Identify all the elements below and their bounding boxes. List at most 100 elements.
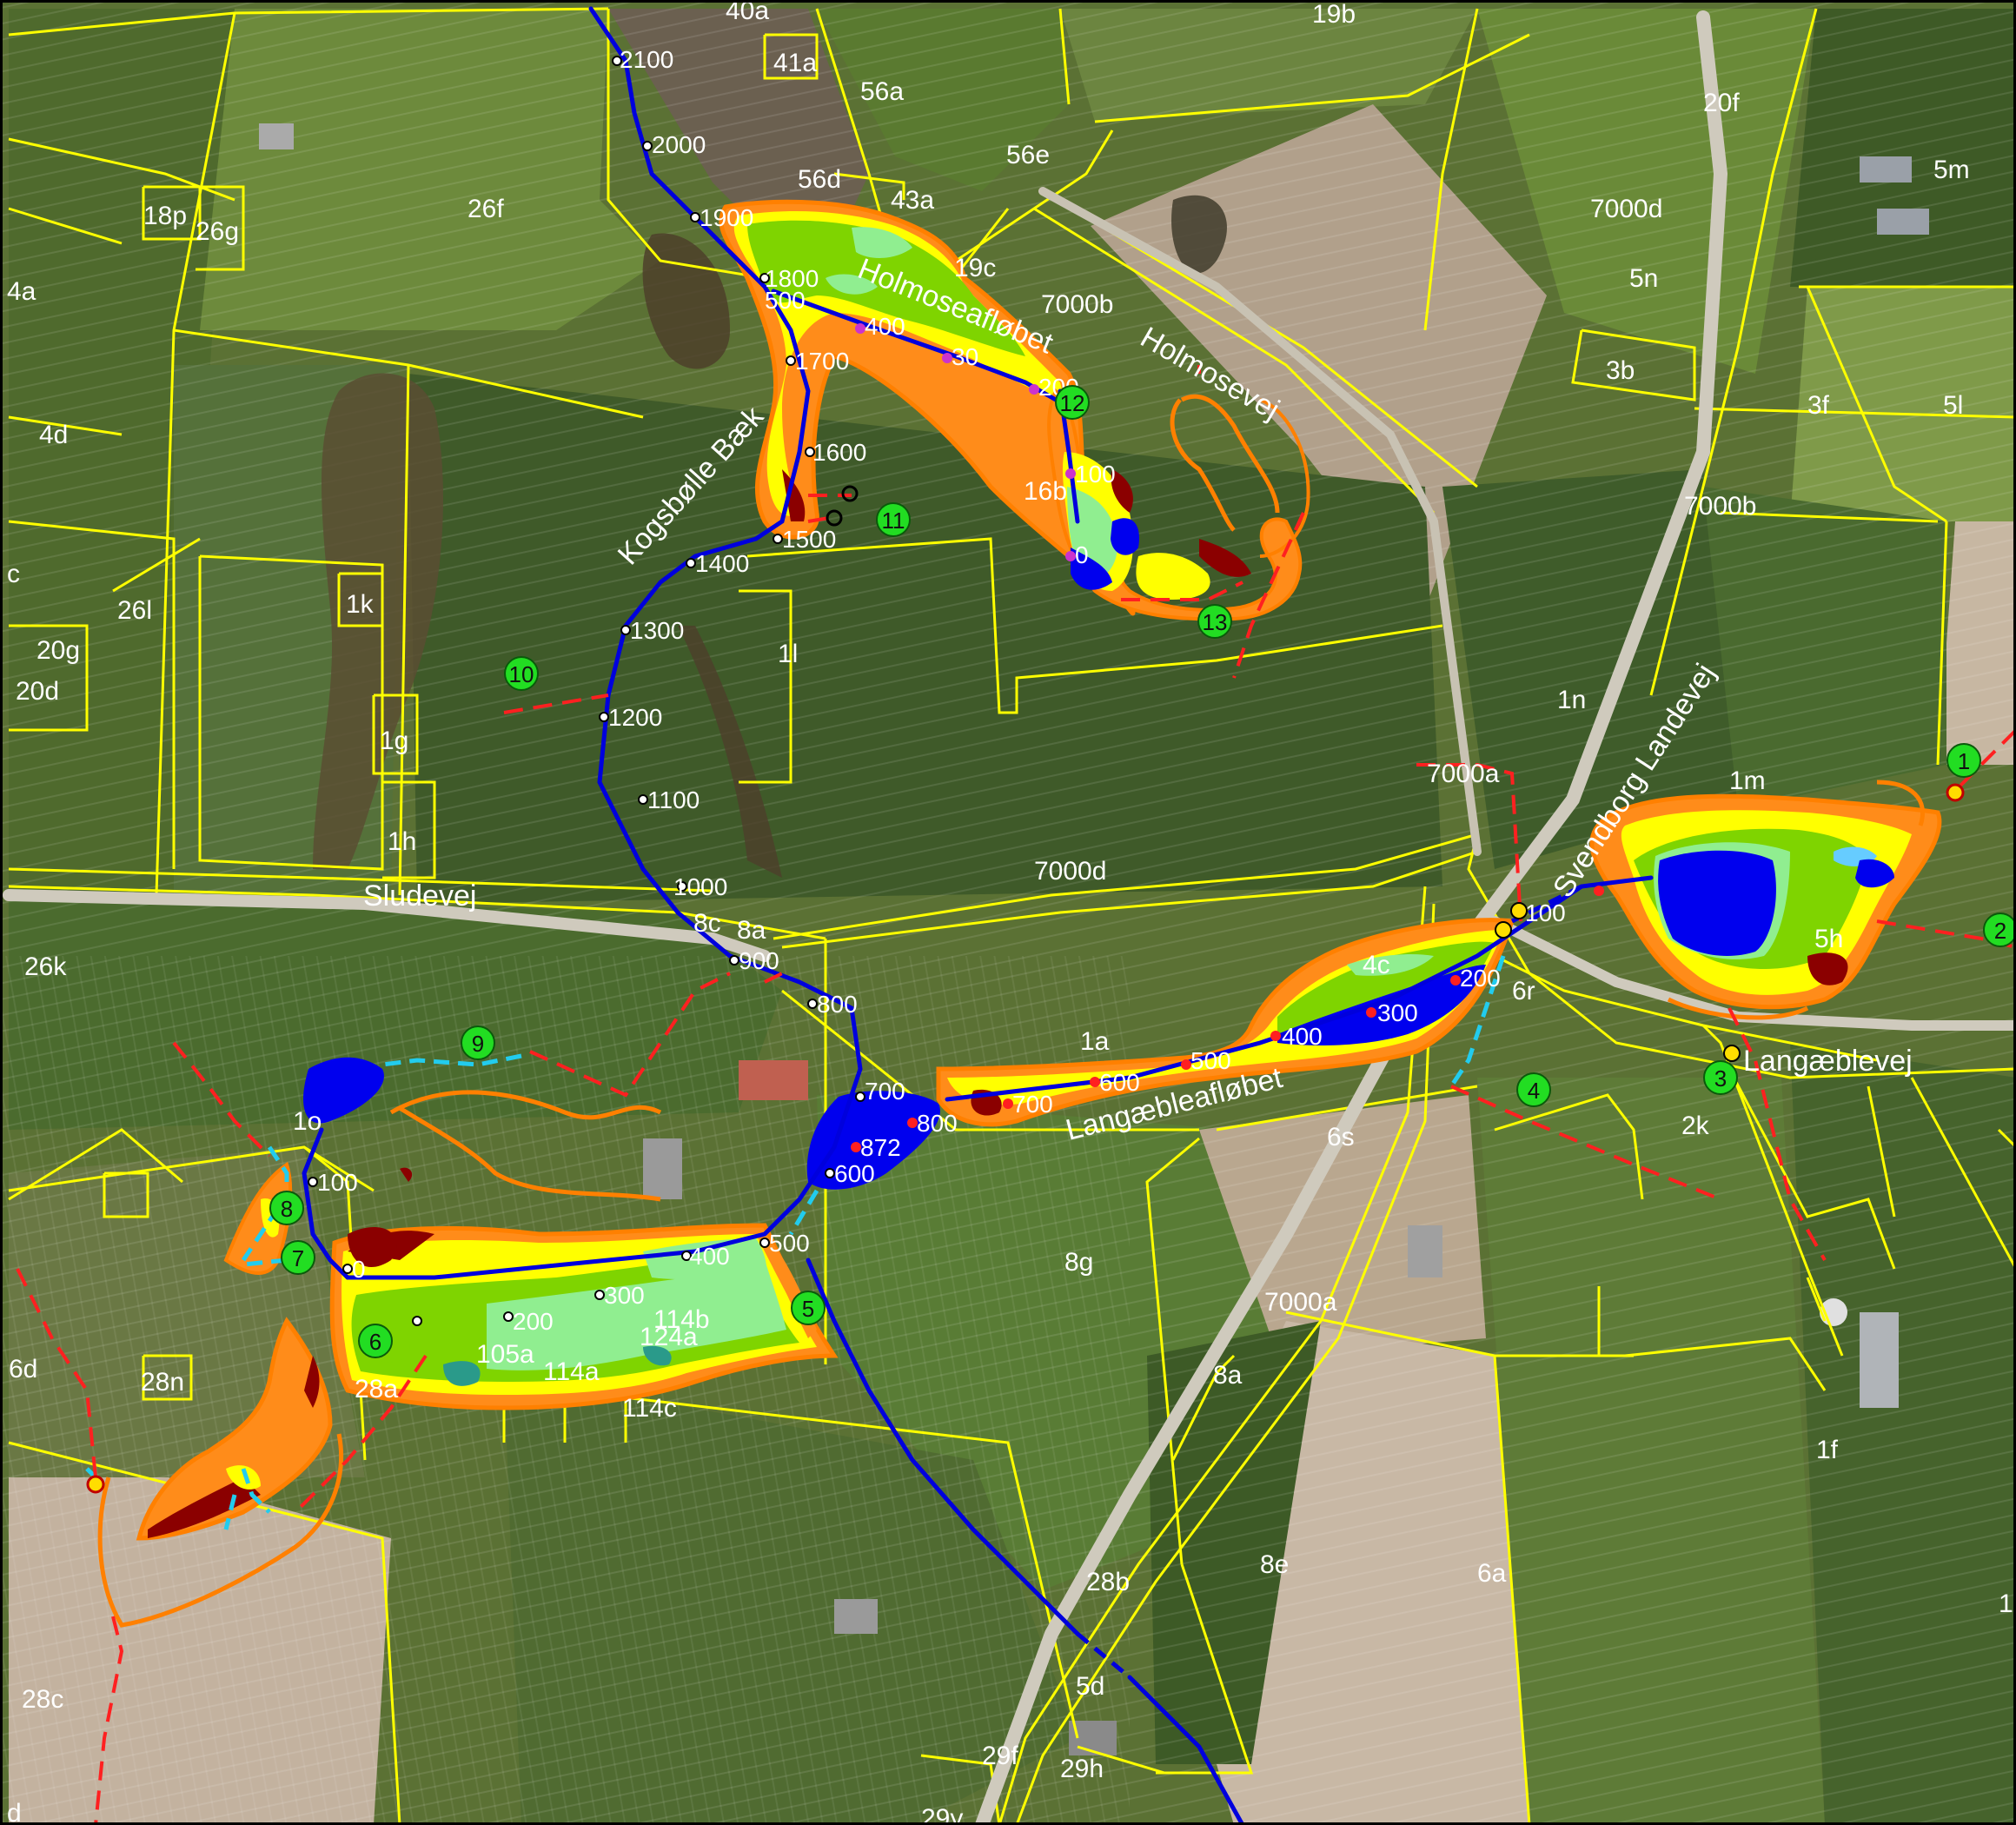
parcel-label: 1 [1999,1589,2013,1618]
parcel-label: 16b [1024,477,1067,506]
chainage-label: 0 [352,1256,366,1283]
woodland [678,626,782,878]
chainage-label: 400 [1282,1023,1323,1050]
marker-number: 11 [882,508,905,534]
parcel-label: 1m [1729,766,1766,795]
road-label: Langæblevej [1743,1045,1913,1078]
chainage-label: 800 [817,991,858,1018]
chainage-label: 400 [865,313,905,340]
parcel-label: 3b [1606,356,1635,385]
marker-6[interactable]: 6 [358,1324,393,1358]
parcel-label: 7000a [1427,760,1500,788]
parcel-label: 19c [954,254,996,282]
chainage-label: 1900 [700,204,753,231]
chainage-label: 30 [952,343,978,370]
parcel-label: 5m [1933,156,1970,184]
marker-3[interactable]: 3 [1703,1060,1738,1095]
chainage-label: 700 [865,1078,905,1105]
parcel-label: 29f [982,1742,1018,1770]
chainage-label: 200 [513,1308,554,1335]
flood-area-1o [223,1057,413,1275]
parcel-label: 114c [622,1394,677,1423]
marker-13[interactable]: 13 [1197,604,1232,639]
flood-area-1m [1589,793,1942,1010]
woodland [1171,195,1227,274]
parcel-label: 1h [388,827,416,856]
parcel-label: 3f [1807,391,1830,420]
parcel-label: 29h [1060,1755,1104,1783]
marker-12[interactable]: 12 [1055,385,1090,420]
flood-area-holmose [719,199,1136,616]
parcel-label: 6d [9,1355,37,1384]
chainage-label: 1400 [695,550,749,577]
marker-number: 8 [281,1196,293,1222]
chainage-label: 800 [917,1110,958,1137]
parcel-label: 7000d [1590,195,1662,223]
chainage-label: 900 [739,947,779,974]
woodland [642,233,730,369]
woodland [313,373,443,869]
parcel-label: 4a [7,277,36,306]
parcel-label: 124a [640,1323,698,1351]
parcel-label: 1a [1080,1027,1110,1056]
marker-1[interactable]: 1 [1946,743,1981,778]
marker-number: 12 [1060,390,1085,416]
parcel-label: 6r [1512,977,1535,1005]
parcel-label: 20g [36,636,80,665]
chainage-label: 700 [1012,1091,1053,1118]
marker-number: 4 [1528,1078,1540,1104]
marker-number: 3 [1714,1065,1727,1092]
chainage-label: 2100 [620,46,673,73]
flood-area-28a [136,1317,333,1541]
parcel-label: 4c [1363,951,1390,979]
marker-number: 9 [472,1031,484,1057]
chainage-label: 500 [769,1230,810,1257]
marker-10[interactable]: 10 [504,656,539,691]
marker-4[interactable]: 4 [1516,1072,1551,1107]
parcel-label: 8e [1260,1550,1289,1579]
chainage-label: 0 [1075,541,1089,568]
marker-7[interactable]: 7 [281,1240,315,1275]
parcel-label: 6a [1477,1559,1507,1588]
chainage-label: 100 [1075,461,1116,488]
marker-5[interactable]: 5 [791,1291,826,1325]
marker-2[interactable]: 2 [1983,912,2016,947]
structure-nodes [86,485,1965,1494]
parcel-boundaries [8,7,2016,1825]
chainage-label: 1100 [647,786,700,813]
parcel-label: 2k [1681,1112,1710,1140]
marker-number: 2 [1994,918,2006,944]
chainage-label: 500 [1190,1047,1231,1074]
marker-9[interactable]: 9 [461,1025,495,1060]
parcel-label: 7000b [1041,290,1113,319]
marker-number: 6 [369,1329,381,1355]
parcel-label: 1l [778,640,798,668]
marker-number: 10 [509,661,534,687]
marker-8[interactable]: 8 [269,1191,304,1225]
parcel-labels: 40a 19b 41a 56a 20f 56e 5m 56d 43a 18p 2… [7,0,2013,1825]
parcel-label: 19b [1312,0,1356,29]
chainage-label: 200 [1460,965,1501,992]
parcel-label: 1g [380,727,408,755]
parcel-label: 7000a [1264,1288,1337,1317]
chainage-label: 400 [689,1243,730,1270]
parcel-label: 56a [860,77,904,106]
marker-11[interactable]: 11 [876,502,911,537]
chainage-label: 1600 [812,439,866,466]
marker-number: 1 [1958,748,1970,774]
parcel-label: 41a [773,49,817,77]
parcel-label: 28a [355,1375,398,1404]
parcel-label: 5h [1814,925,1843,953]
numbered-markers[interactable]: 1 2 3 4 5 6 7 8 9 10 11 12 13 [269,385,2016,1358]
chainage-label: 1500 [782,526,836,553]
parcel-label: c [7,560,20,588]
parcel-label: 114a [543,1357,600,1386]
chainage-label: 1000 [673,873,727,900]
parcel-label: 8a [1213,1361,1243,1390]
chainage-label: 600 [1099,1069,1140,1096]
chainage-labels: 2100 2000 1900 1800 1700 1600 1500 1400 … [317,46,1566,1335]
chainage-label: 300 [604,1282,645,1309]
parcel-label: 26l [117,596,152,625]
